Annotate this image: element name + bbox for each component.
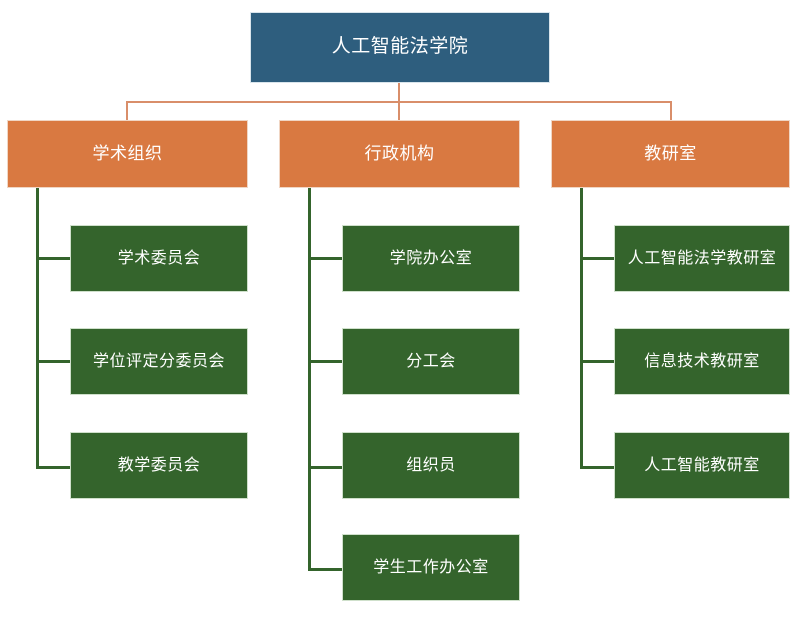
connector-root-to-branch-2 xyxy=(398,101,400,121)
org-node-leaf-2-3-label: 组织员 xyxy=(406,456,456,474)
org-node-branch-2[interactable]: 行政机构 xyxy=(279,120,520,188)
org-node-leaf-2-3[interactable]: 组织员 xyxy=(342,432,520,499)
org-node-leaf-1-1-label: 学术委员会 xyxy=(117,249,201,267)
org-node-leaf-3-3-label: 人工智能教研室 xyxy=(644,456,760,474)
org-node-leaf-3-3[interactable]: 人工智能教研室 xyxy=(614,432,790,499)
org-node-leaf-2-1-label: 学院办公室 xyxy=(389,249,473,267)
org-node-branch-3-label: 教研室 xyxy=(644,143,697,163)
org-node-branch-3[interactable]: 教研室 xyxy=(551,120,790,188)
org-node-leaf-3-2-label: 信息技术教研室 xyxy=(644,352,760,370)
connector-branch-3-spine xyxy=(580,188,583,469)
org-node-leaf-2-2-label: 分工会 xyxy=(406,352,456,370)
connector-branch-3-to-leaf-3 xyxy=(580,466,614,469)
connector-branch-1-to-leaf-2 xyxy=(36,360,70,363)
org-node-leaf-1-3-label: 教学委员会 xyxy=(117,456,201,474)
connector-branch-2-to-leaf-2 xyxy=(308,360,342,363)
org-node-leaf-1-1[interactable]: 学术委员会 xyxy=(70,225,248,292)
connector-branch-1-spine xyxy=(36,188,39,469)
org-node-leaf-1-2-label: 学位评定分委员会 xyxy=(92,352,225,370)
org-node-leaf-2-1[interactable]: 学院办公室 xyxy=(342,225,520,292)
org-node-leaf-3-1-label: 人工智能法学教研室 xyxy=(627,249,777,267)
org-node-leaf-1-3[interactable]: 教学委员会 xyxy=(70,432,248,499)
connector-branch-3-to-leaf-2 xyxy=(580,360,614,363)
connector-branch-3-to-leaf-1 xyxy=(580,257,614,260)
connector-branch-1-to-leaf-1 xyxy=(36,257,70,260)
connector-root-to-branch-1 xyxy=(126,101,128,121)
org-node-root-label: 人工智能法学院 xyxy=(331,36,469,58)
org-node-leaf-1-2[interactable]: 学位评定分委员会 xyxy=(70,328,248,395)
connector-branch-2-to-leaf-3 xyxy=(308,466,342,469)
connector-branch-2-spine xyxy=(308,188,311,571)
org-node-root[interactable]: 人工智能法学院 xyxy=(250,12,550,83)
org-node-leaf-2-2[interactable]: 分工会 xyxy=(342,328,520,395)
connector-root-stem xyxy=(398,83,400,102)
org-node-branch-2-label: 行政机构 xyxy=(364,143,435,163)
connector-branch-1-to-leaf-3 xyxy=(36,466,70,469)
org-node-leaf-2-4-label: 学生工作办公室 xyxy=(373,558,489,576)
connector-branch-2-to-leaf-1 xyxy=(308,257,342,260)
connector-root-to-branch-3 xyxy=(670,101,672,121)
connector-branch-2-to-leaf-4 xyxy=(308,568,342,571)
org-node-leaf-2-4[interactable]: 学生工作办公室 xyxy=(342,534,520,601)
org-node-leaf-3-1[interactable]: 人工智能法学教研室 xyxy=(614,225,790,292)
org-node-branch-1-label: 学术组织 xyxy=(92,143,163,163)
org-node-branch-1[interactable]: 学术组织 xyxy=(7,120,248,188)
org-node-leaf-3-2[interactable]: 信息技术教研室 xyxy=(614,328,790,395)
